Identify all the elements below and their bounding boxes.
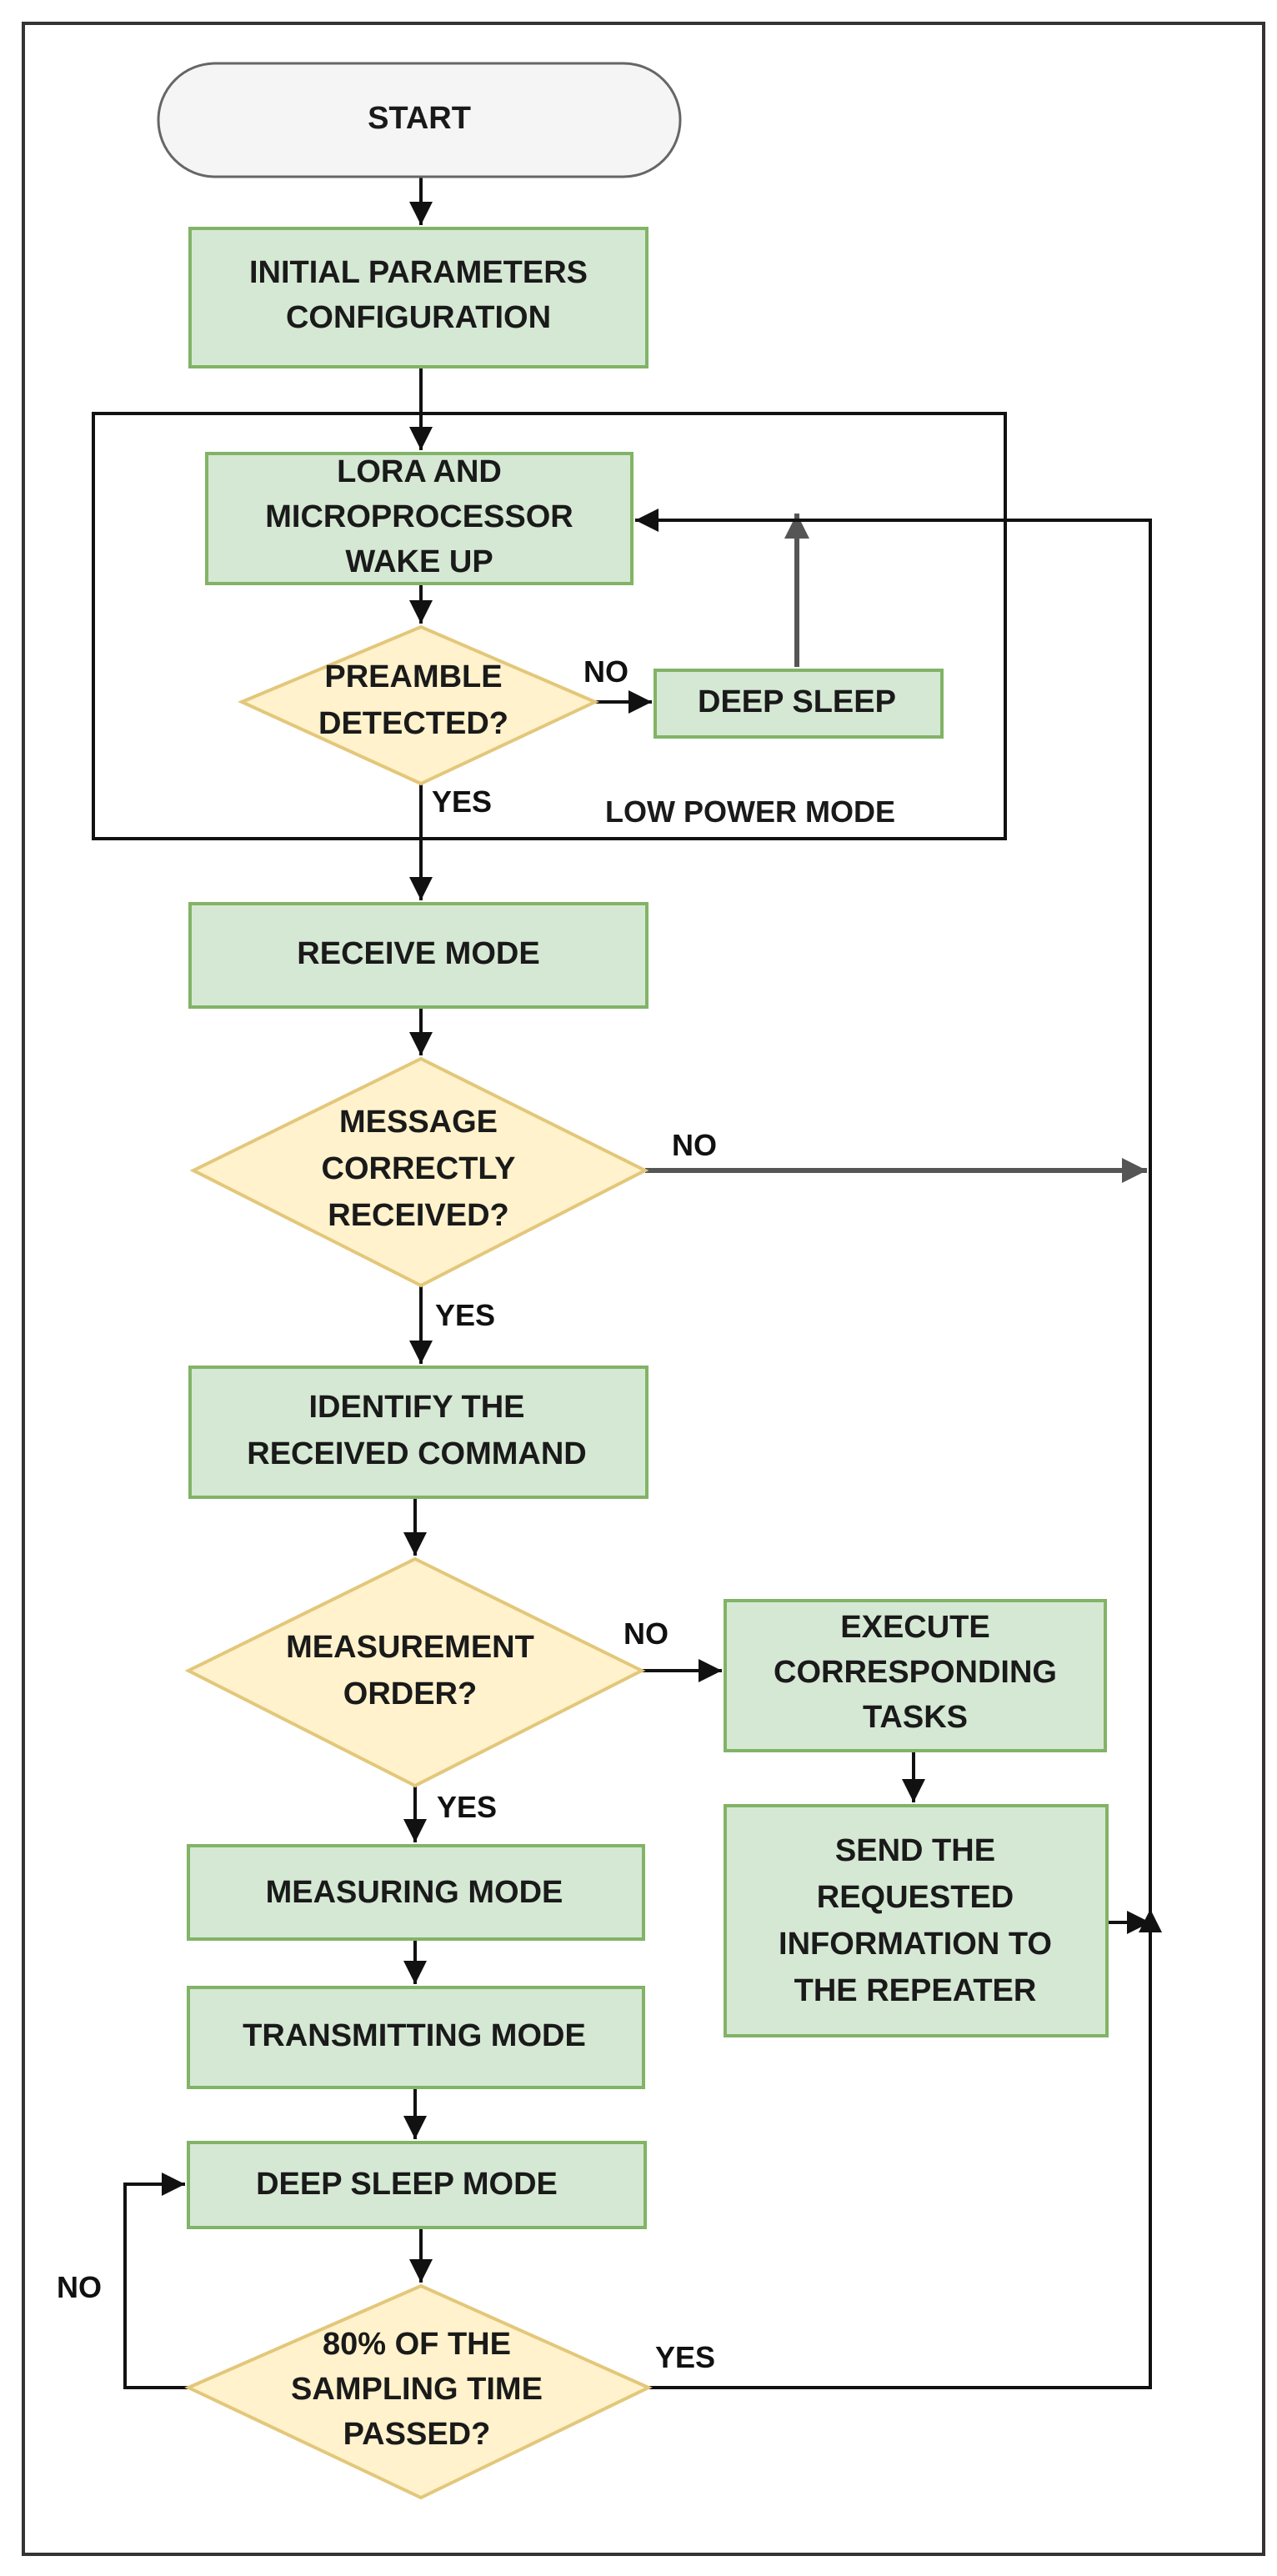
deep-sleep-box [654, 669, 944, 739]
measurement-label: MEASUREMENT ORDER? [286, 1630, 534, 1711]
wake-up-line-3: WAKE UP [345, 544, 493, 579]
measuring-mode-label: MEASURING MODE [266, 1875, 563, 1910]
deep-sleep-mode-box [187, 2141, 647, 2229]
preamble-yes-label: YES [432, 784, 492, 819]
wake-up-label: LORA AND MICROPROCESSOR WAKE UP [265, 454, 573, 579]
send-info-line-3: INFORMATION TO [779, 1927, 1052, 1962]
sampling-time-line-1: 80% OF THE [323, 2327, 511, 2362]
transmitting-mode-line-1: TRANSMITTING MODE [243, 2018, 586, 2053]
execute-tasks-label: EXECUTE CORRESPONDING TASKS [774, 1610, 1057, 1735]
sampling-decision [184, 2283, 653, 2500]
init-config-line-1: INITIAL PARAMETERS [249, 255, 588, 290]
message-received-line-2: CORRECTLY [322, 1151, 516, 1186]
execute-tasks-line-2: CORRESPONDING [774, 1655, 1057, 1690]
identify-command-box [188, 1366, 649, 1499]
send-info-box [724, 1804, 1109, 2037]
identify-command-label: IDENTIFY THE RECEIVED COMMAND [247, 1390, 586, 1471]
message-received-line-1: MESSAGE [339, 1105, 498, 1140]
deep-sleep-mode-label: DEEP SLEEP MODE [256, 2167, 558, 2202]
identify-command-line-1: IDENTIFY THE [309, 1390, 525, 1425]
low-power-mode-label: LOW POWER MODE [605, 794, 895, 829]
measurement-decision [184, 1556, 646, 1788]
edge-sampling-yes-loop [635, 509, 1152, 2389]
start-label: START [368, 101, 471, 136]
wake-up-box [205, 452, 633, 585]
execute-tasks-box [724, 1599, 1107, 1752]
start-terminal [157, 62, 682, 178]
measuring-mode-line-1: MEASURING MODE [266, 1875, 563, 1910]
deep-sleep-mode-line-1: DEEP SLEEP MODE [256, 2167, 558, 2202]
send-info-line-1: SEND THE [835, 1833, 995, 1868]
outer-frame [22, 22, 1265, 2556]
start-line-1: START [368, 101, 471, 136]
edges [123, 177, 1162, 2389]
send-info-line-4: THE REPEATER [794, 1973, 1037, 2008]
preamble-line-1: PREAMBLE [324, 659, 502, 694]
preamble-label: PREAMBLE DETECTED? [318, 659, 508, 741]
transmitting-mode-label: TRANSMITTING MODE [243, 2018, 586, 2053]
message-label: MESSAGE CORRECTLY RECEIVED? [322, 1105, 516, 1233]
preamble-decision [238, 624, 599, 786]
send-info-line-2: REQUESTED [817, 1880, 1014, 1915]
low-power-mode-group [92, 412, 1007, 840]
wake-up-line-1: LORA AND [337, 454, 502, 489]
execute-tasks-line-1: EXECUTE [840, 1610, 989, 1645]
measurement-yes-label: YES [437, 1790, 497, 1824]
measuring-mode-box [187, 1844, 645, 1941]
init-config-line-2: CONFIGURATION [286, 300, 551, 335]
sampling-time-line-3: PASSED? [343, 2417, 491, 2452]
measurement-order-line-1: MEASUREMENT [286, 1630, 534, 1665]
sampling-no-label: NO [57, 2270, 102, 2304]
edge-sampling-no [123, 2173, 188, 2389]
init-config-box [188, 227, 649, 368]
wake-up-line-2: MICROPROCESSOR [265, 499, 573, 534]
receive-mode-label: RECEIVE MODE [297, 936, 539, 971]
receive-mode-box [188, 902, 649, 1009]
receive-mode-line-1: RECEIVE MODE [297, 936, 539, 971]
message-yes-label: YES [435, 1298, 495, 1332]
measurement-order-line-2: ORDER? [343, 1676, 477, 1711]
message-decision [189, 1056, 649, 1288]
preamble-no-label: NO [583, 654, 628, 689]
identify-command-line-2: RECEIVED COMMAND [247, 1436, 586, 1471]
sampling-label: 80% OF THE SAMPLING TIME PASSED? [291, 2327, 543, 2452]
deep-sleep-line-1: DEEP SLEEP [698, 684, 896, 719]
message-received-line-3: RECEIVED? [328, 1198, 508, 1233]
preamble-line-2: DETECTED? [318, 706, 508, 741]
init-config-label: INITIAL PARAMETERS CONFIGURATION [249, 255, 588, 335]
execute-tasks-line-3: TASKS [863, 1700, 968, 1735]
transmitting-mode-box [187, 1986, 645, 2089]
message-no-label: NO [672, 1128, 717, 1162]
sampling-yes-label: YES [655, 2340, 715, 2374]
sampling-time-line-2: SAMPLING TIME [291, 2372, 543, 2407]
deep-sleep-label: DEEP SLEEP [698, 684, 896, 719]
send-info-label: SEND THE REQUESTED INFORMATION TO THE REPEA… [779, 1833, 1052, 2008]
measurement-no-label: NO [623, 1616, 669, 1651]
